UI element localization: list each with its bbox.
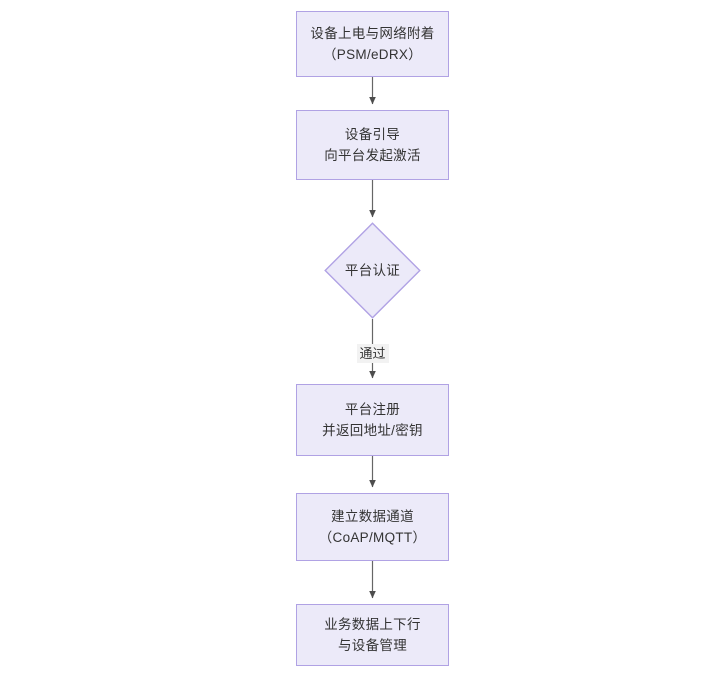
node-data-channel[interactable]: 建立数据通道 （CoAP/MQTT） [296,493,449,561]
node-power-on[interactable]: 设备上电与网络附着 （PSM/eDRX） [296,11,449,77]
node-data-channel-line-1: 建立数据通道 [331,509,414,524]
node-bootstrap-line-1: 设备引导 [344,127,401,142]
node-platform-register-line-2: 并返回地址/密钥 [322,423,423,438]
node-bootstrap[interactable]: 设备引导 向平台发起激活 [296,110,449,180]
node-power-on-line-1: 设备上电与网络附着 [310,26,435,41]
node-business-data-line-2: 与设备管理 [338,638,407,653]
edge-label-pass: 通过 [356,344,389,363]
node-data-channel-line-2: （CoAP/MQTT） [318,530,427,545]
node-bootstrap-line-2: 向平台发起激活 [324,148,421,163]
node-platform-auth-label: 平台认证 [344,263,401,278]
node-business-data-line-1: 业务数据上下行 [324,617,421,632]
node-platform-auth[interactable]: 平台认证 [324,222,421,319]
node-platform-register[interactable]: 平台注册 并返回地址/密钥 [296,384,449,456]
node-business-data[interactable]: 业务数据上下行 与设备管理 [296,604,449,666]
node-power-on-line-2: （PSM/eDRX） [322,47,423,62]
node-platform-register-line-1: 平台注册 [344,402,401,417]
diamond-shape-icon [324,222,421,319]
